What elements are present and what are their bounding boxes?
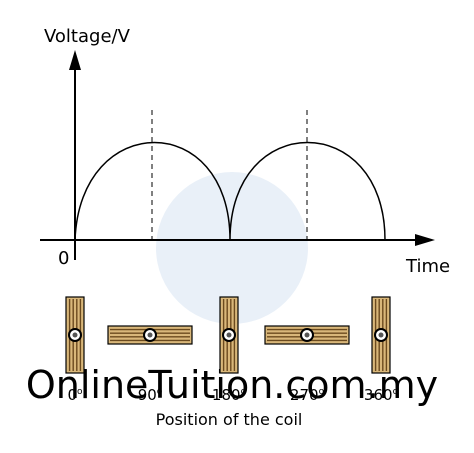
coil-0 bbox=[65, 296, 85, 374]
coil-labels: 0o 90o 180o 270o 360o bbox=[67, 386, 398, 404]
coil-label-1: 90o bbox=[138, 386, 163, 404]
coil-positions bbox=[65, 296, 391, 374]
coil-1 bbox=[107, 325, 193, 345]
watermark: OnlineTuition.com.my bbox=[26, 172, 438, 407]
origin-label: 0 bbox=[58, 248, 69, 269]
coil-3 bbox=[264, 325, 350, 345]
coil-label-3: 270o bbox=[290, 386, 325, 404]
y-axis-arrowhead bbox=[69, 50, 81, 70]
coil-label-0: 0o bbox=[67, 386, 83, 404]
voltage-waveform bbox=[74, 141, 386, 241]
x-axis-label: Time bbox=[405, 256, 450, 277]
coil-axle-center bbox=[147, 332, 153, 338]
coil-2 bbox=[219, 296, 239, 374]
coil-4 bbox=[371, 296, 391, 374]
coil-axle-center bbox=[226, 332, 232, 338]
coil-axle-center bbox=[72, 332, 78, 338]
coil-label-4: 360o bbox=[364, 386, 399, 404]
y-axis-label: Voltage/V bbox=[44, 26, 131, 47]
coil-label-2: 180o bbox=[212, 386, 247, 404]
x-axis-arrowhead bbox=[415, 234, 435, 246]
coil-axle-center bbox=[304, 332, 310, 338]
coil-axle-center bbox=[378, 332, 384, 338]
watermark-globe bbox=[156, 172, 308, 324]
coil-caption: Position of the coil bbox=[156, 410, 303, 429]
